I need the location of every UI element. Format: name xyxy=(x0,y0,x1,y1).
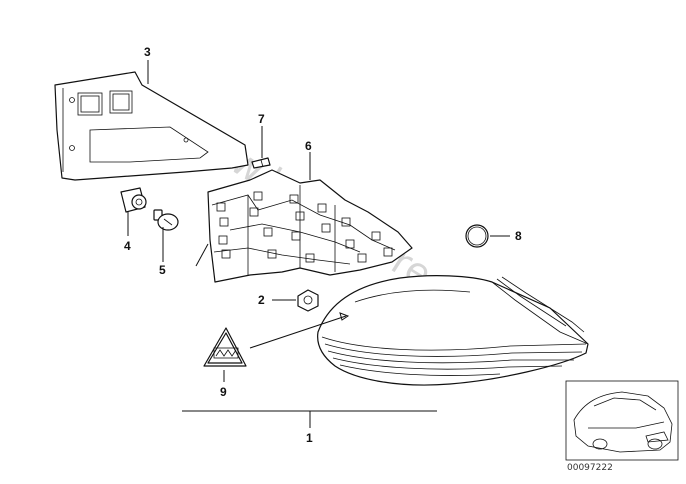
part-4-bulb-socket xyxy=(120,187,147,213)
part-3-mounting-plate xyxy=(54,71,249,181)
callout-1: 1 xyxy=(306,431,313,445)
callout-8: 8 xyxy=(515,229,522,243)
vehicle-locator-thumbnail xyxy=(565,380,679,461)
callout-7: 7 xyxy=(258,112,265,126)
callout-6: 6 xyxy=(305,139,312,153)
part-7-screw xyxy=(251,157,271,169)
part-1-tail-light xyxy=(317,275,589,386)
callout-2: 2 xyxy=(258,293,265,307)
part-8-gasket xyxy=(465,224,489,248)
callout-3: 3 xyxy=(144,45,151,59)
callout-5: 5 xyxy=(159,263,166,277)
part-2-nut xyxy=(297,289,319,312)
leader-lines xyxy=(127,60,510,428)
part-9-warning-label xyxy=(203,327,247,367)
part-5-bulb xyxy=(153,209,179,231)
callout-9: 9 xyxy=(220,385,227,399)
reference-number: 00097222 xyxy=(567,463,613,473)
part-6-bulb-carrier xyxy=(195,169,413,283)
callout-4: 4 xyxy=(124,239,131,253)
